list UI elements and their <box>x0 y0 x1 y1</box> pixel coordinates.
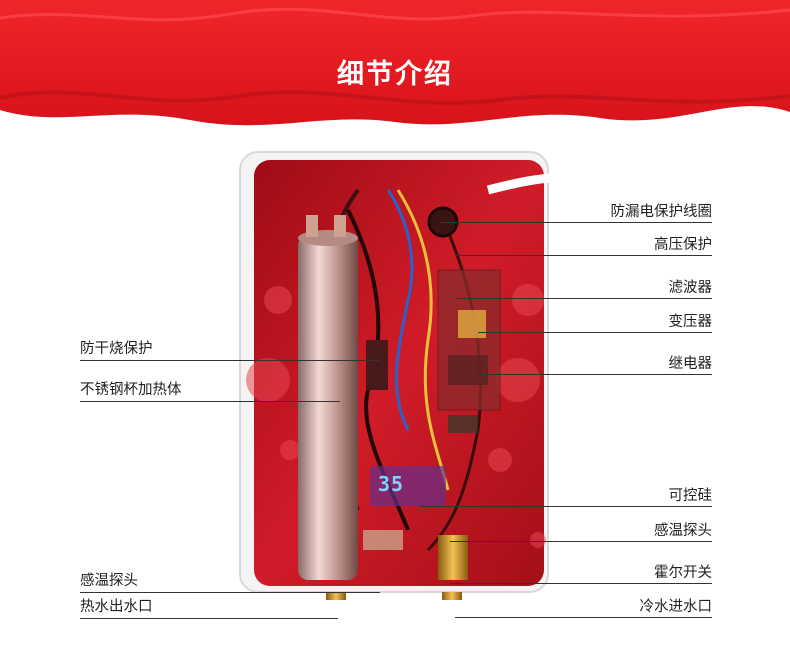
label-transformer: 变压器 <box>668 314 713 330</box>
label-hot-water-outlet: 热水出水口 <box>80 599 153 615</box>
leader-line <box>450 583 712 584</box>
label-hall-switch: 霍尔开关 <box>654 565 712 581</box>
label-stainless-heating-cup: 不锈钢杯加热体 <box>80 382 182 398</box>
header-banner: 细节介绍 <box>0 0 790 140</box>
label-filter: 滤波器 <box>668 280 713 296</box>
leader-line <box>478 332 712 333</box>
label-cold-water-inlet: 冷水进水口 <box>639 599 713 615</box>
water-heater-image <box>238 150 550 600</box>
label-temp-sensor-right: 感温探头 <box>654 523 712 539</box>
leader-line <box>450 541 712 542</box>
label-relay: 继电器 <box>668 356 713 372</box>
label-leakage-coil: 防漏电保护线圈 <box>610 204 713 220</box>
label-thyristor: 可控硅 <box>668 488 713 504</box>
leader-line <box>80 618 338 619</box>
leader-line <box>80 360 380 361</box>
leader-line <box>440 222 712 223</box>
leader-line <box>80 592 380 593</box>
temperature-display: 35 <box>378 472 405 496</box>
leader-line <box>478 374 712 375</box>
leader-line <box>455 617 712 618</box>
page-title: 细节介绍 <box>337 59 453 90</box>
leader-line <box>80 401 340 402</box>
label-temp-sensor-left: 感温探头 <box>80 573 138 589</box>
wave-banner-graphic <box>0 0 790 126</box>
label-high-voltage-protection: 高压保护 <box>654 237 712 253</box>
label-dry-burn-protection: 防干烧保护 <box>80 341 153 357</box>
leader-line <box>455 298 712 299</box>
leader-line <box>455 255 712 256</box>
leader-line <box>420 506 712 507</box>
